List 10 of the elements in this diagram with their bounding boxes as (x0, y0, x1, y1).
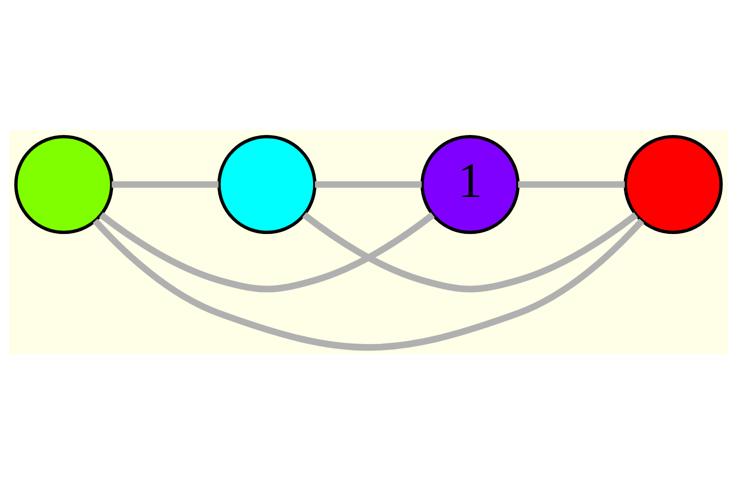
connector (314, 181, 422, 188)
connector (302, 212, 638, 292)
node-circle (624, 134, 723, 234)
connector (112, 181, 218, 188)
node-circle (14, 134, 114, 234)
connector (518, 181, 625, 188)
node-circle: 1 (420, 134, 520, 234)
connector (99, 212, 435, 292)
node-circle (217, 134, 316, 234)
connector (92, 218, 644, 351)
